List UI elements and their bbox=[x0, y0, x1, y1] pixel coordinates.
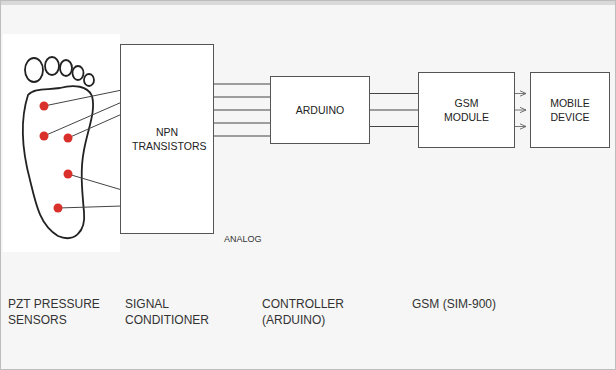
signal-label: ANALOG bbox=[224, 233, 262, 245]
signal-wire bbox=[214, 84, 270, 85]
signal-wire bbox=[370, 126, 418, 127]
sensor-wires bbox=[44, 90, 122, 208]
box-label: ARDUINO bbox=[292, 103, 348, 117]
wireless-arrow bbox=[515, 93, 526, 94]
stage-caption: GSM (SIM-900) bbox=[412, 296, 496, 312]
signal-wire bbox=[370, 110, 418, 111]
stage-caption: PZT PRESSURE SENSORS bbox=[8, 296, 108, 328]
signal-wire bbox=[214, 110, 270, 111]
signal-wire bbox=[214, 136, 270, 137]
wireless-arrow bbox=[515, 110, 526, 111]
stage-caption: SIGNAL CONDITIONER bbox=[125, 296, 225, 328]
signal-wire bbox=[370, 93, 418, 94]
signal-conditioner-box: NPN TRANSISTORS bbox=[120, 44, 214, 234]
wireless-arrow bbox=[515, 126, 526, 127]
signal-wire bbox=[214, 97, 270, 98]
pzt-sensor-dots bbox=[40, 102, 73, 213]
box-label: MOBILE DEVICE bbox=[536, 96, 604, 124]
process-box: MOBILE DEVICE bbox=[530, 72, 610, 148]
process-box: GSM MODULE bbox=[418, 72, 515, 148]
foot-panel bbox=[3, 34, 120, 252]
stage-caption: CONTROLLER (ARDUINO) bbox=[262, 296, 372, 328]
box-label: NPN TRANSISTORS bbox=[128, 125, 206, 153]
top-band bbox=[1, 1, 615, 5]
box-label: GSM MODULE bbox=[433, 96, 501, 124]
foot-outline bbox=[23, 57, 94, 238]
process-box: ARDUINO bbox=[270, 76, 370, 144]
signal-wire bbox=[214, 123, 270, 124]
